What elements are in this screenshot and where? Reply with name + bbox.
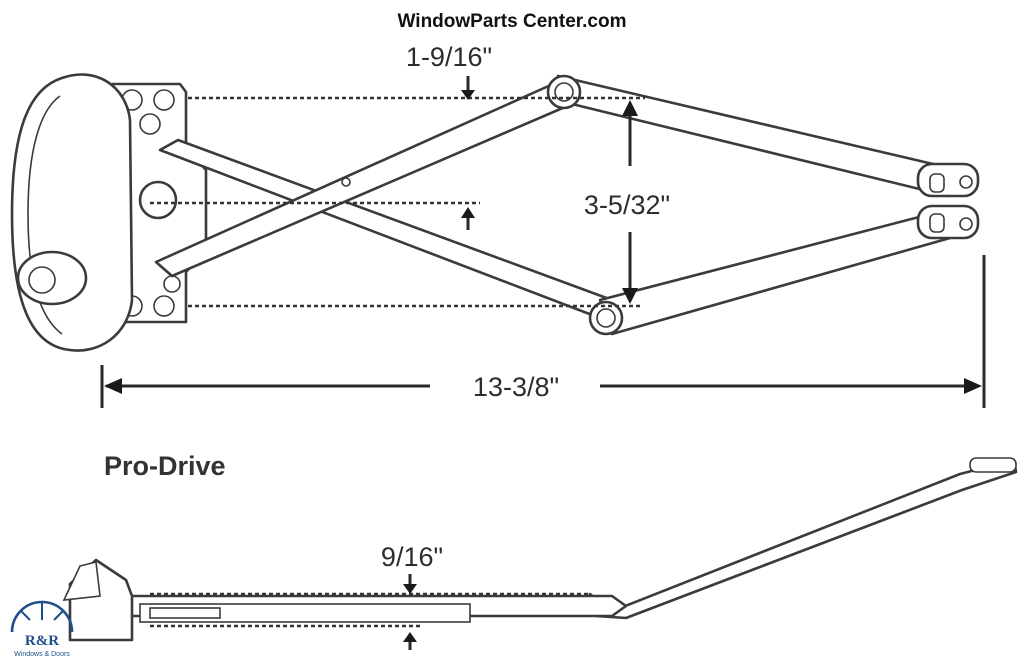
arm-rivet [341,177,351,187]
operator-top-view [10,73,980,352]
logo-tagline: Windows & Doors [14,651,70,658]
top-view-dimensions: 1-9/16" 3-5/32" 13-3/8" [100,42,986,408]
arrow-up-icon [461,207,475,218]
slot-icon [929,213,945,233]
knob-hub-icon [28,266,56,294]
crank-spline [138,180,178,220]
dimension-side-height: 9/16" [381,542,443,572]
arrow-down-icon [403,584,417,594]
arrow-up-icon [403,632,417,642]
side-arm-tip [969,457,1017,473]
rivet-icon [959,175,973,189]
screw-icon [163,275,181,293]
site-name: WindowParts Center.com [398,11,627,32]
side-track [139,603,471,623]
side-arm [588,458,1018,620]
side-crank [62,561,101,601]
dimension-arm-height: 3-5/32" [584,190,670,220]
screw-icon [153,89,175,111]
upper-link [556,74,952,198]
operator-side-view: 9/16" [62,457,1018,650]
arrow-left-icon [104,378,122,394]
screw-icon [153,295,175,317]
arrow-up-icon [622,100,638,116]
arrow-right-icon [964,378,982,394]
upper-arm [154,78,574,278]
screw-icon [139,113,161,135]
logo-mark: R&R [25,633,59,649]
brand-logo: R&R Windows & Doors [10,600,74,658]
dimension-overall-length: 13-3/8" [473,372,559,402]
arrow-down-icon [461,90,475,100]
rivet-icon [959,217,973,231]
model-name: Pro-Drive [104,451,226,481]
dimension-offset-top: 1-9/16" [406,42,492,72]
lower-link [598,208,952,336]
side-gear [149,607,221,619]
slot-icon [929,173,945,193]
arrow-down-icon [622,288,638,304]
